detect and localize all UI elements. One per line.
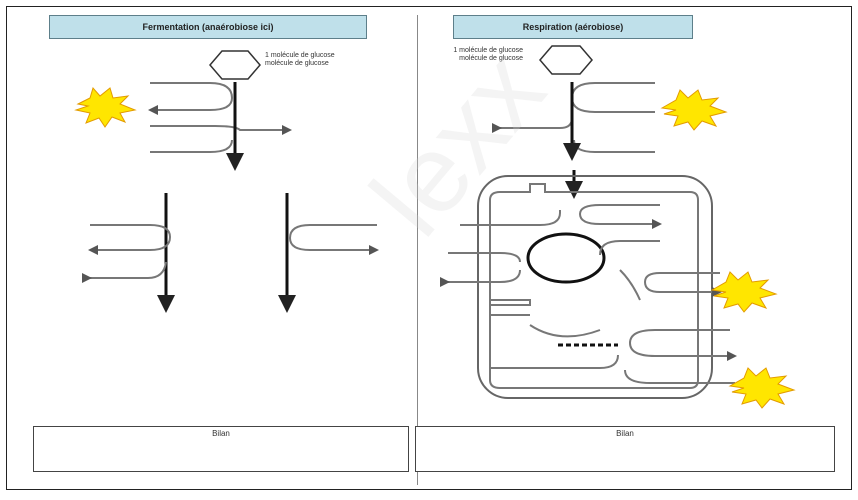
respiration-glucose-caption: 1 molécule de glucose molécule de glucos… [453, 47, 523, 62]
fermentation-pathway-right [278, 193, 379, 313]
krebs-cycle [526, 232, 606, 284]
energy-star-icon [660, 89, 728, 131]
energy-star-icon [74, 86, 137, 128]
glucose-hexagon-right [539, 45, 593, 75]
panel-divider [417, 15, 418, 485]
energy-star-icon [728, 367, 796, 409]
respiration-title: Respiration (aérobiose) [453, 15, 693, 39]
fermentation-title: Fermentation (anaérobiose ici) [49, 15, 367, 39]
fermentation-glucose-caption: 1 molécule de glucose molécule de glucos… [265, 52, 335, 67]
respiration-bilan-label: Bilan [616, 429, 634, 438]
respiration-mito-arrows [440, 204, 737, 384]
glucose-hexagon-left [209, 50, 261, 80]
mitochondrion-outer-membrane [477, 175, 713, 399]
fermentation-pathway-left [82, 193, 175, 313]
respiration-bilan-box[interactable]: Bilan [415, 426, 835, 472]
fermentation-glycolysis-arrows [148, 82, 292, 153]
mitochondrion-inner-membrane [489, 183, 699, 389]
respiration-glycolysis-arrows [492, 82, 655, 153]
fermentation-bilan-label: Bilan [212, 429, 230, 438]
energy-star-icon [710, 271, 778, 313]
fermentation-bilan-box[interactable]: Bilan [33, 426, 409, 472]
